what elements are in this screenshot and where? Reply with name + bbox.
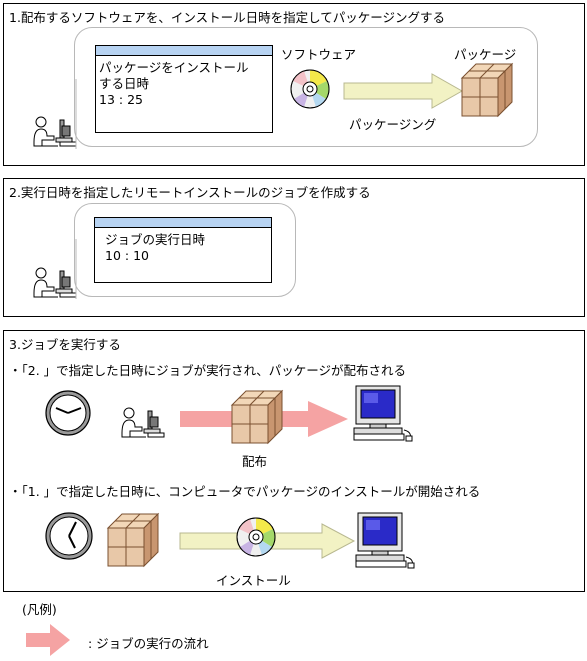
connector-line xyxy=(75,79,77,149)
step-3-panel: 3.ジョブを実行する ・「2. 」で指定した日時にジョブが実行され、パッケージが… xyxy=(3,330,585,592)
install-label: インストール xyxy=(216,573,291,588)
distribute-label: 配布 xyxy=(242,454,268,469)
step-1-title: 1.配布するソフトウェアを、インストール日時を指定してパッケージングする xyxy=(9,10,446,25)
software-label: ソフトウェア xyxy=(281,47,357,62)
job-datetime-text: ジョブの実行日時 10 : 10 xyxy=(105,232,206,263)
window-titlebar xyxy=(96,46,272,56)
package-label: パッケージ xyxy=(454,47,517,62)
install-datetime-text: パッケージをインストール する日時 13 : 25 xyxy=(99,60,249,107)
user-at-computer-icon xyxy=(33,267,77,298)
cd-disc-icon xyxy=(236,517,276,557)
legend-arrow-label: : ジョブの実行の流れ xyxy=(88,636,209,651)
step-2-title: 2.実行日時を指定したリモートインストールのジョブを作成する xyxy=(9,185,371,200)
computer-icon xyxy=(355,512,415,569)
step-3-substep-2: ・「1. 」で指定した日時に、コンピュータでパッケージのインストールが開始される xyxy=(9,484,481,499)
package-box-icon xyxy=(461,63,513,117)
computer-icon xyxy=(353,385,413,442)
packaging-label: パッケージング xyxy=(349,117,437,132)
connector-line xyxy=(75,239,77,299)
step-3-substep-1: ・「2. 」で指定した日時にジョブが実行され、パッケージが配布される xyxy=(9,363,407,378)
package-box-icon xyxy=(107,513,159,567)
clock-icon xyxy=(45,390,91,436)
window-titlebar xyxy=(95,218,271,228)
legend-arrow-icon xyxy=(26,624,70,656)
user-at-computer-icon xyxy=(33,116,77,147)
step-3-title: 3.ジョブを実行する xyxy=(9,337,121,352)
legend-title: (凡例) xyxy=(22,602,57,617)
cd-disc-icon xyxy=(290,69,330,109)
user-at-computer-icon xyxy=(121,407,165,438)
job-datetime-window: ジョブの実行日時 10 : 10 xyxy=(94,217,272,283)
install-datetime-window: パッケージをインストール する日時 13 : 25 xyxy=(95,45,273,133)
step-1-panel: 1.配布するソフトウェアを、インストール日時を指定してパッケージングする パッケ… xyxy=(3,3,585,166)
clock-icon xyxy=(45,512,93,560)
step-2-panel: 2.実行日時を指定したリモートインストールのジョブを作成する ジョブの実行日時 … xyxy=(3,178,585,317)
packaging-arrow xyxy=(343,73,464,109)
package-box-icon xyxy=(231,390,283,444)
